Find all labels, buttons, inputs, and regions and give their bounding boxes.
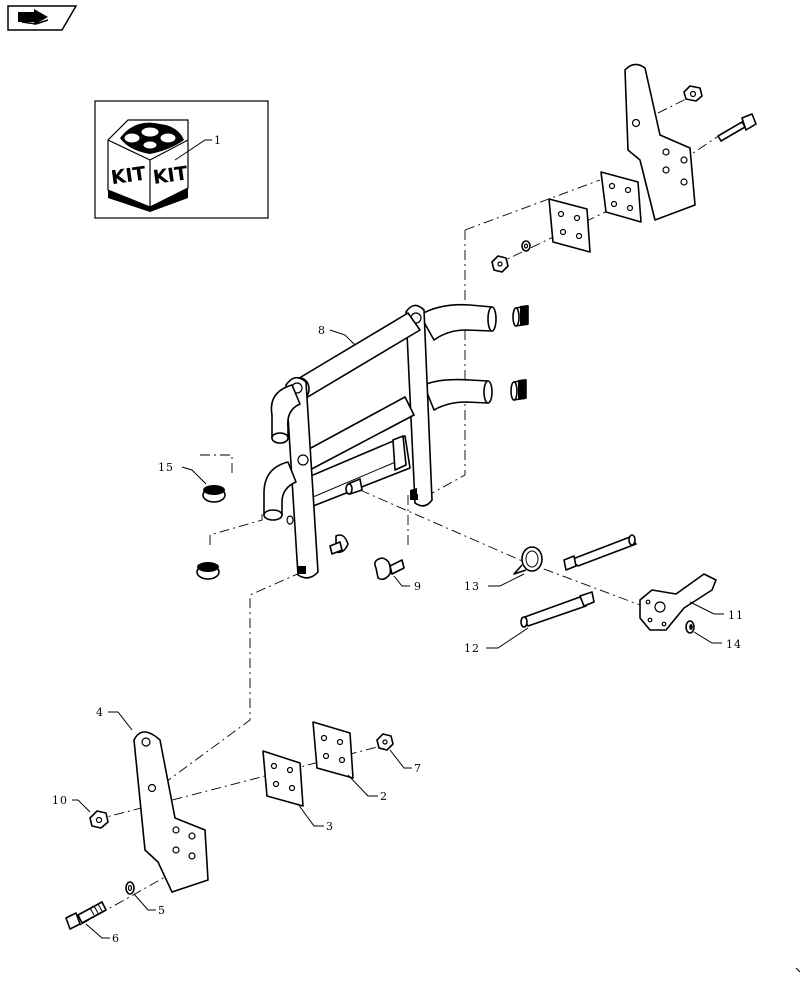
cap-left-lower xyxy=(196,562,220,580)
rod-12 xyxy=(520,591,595,628)
kit-box-icon: KIT KIT xyxy=(107,119,190,212)
callout-5: 5 xyxy=(158,904,166,917)
bolt-top xyxy=(717,113,757,142)
kit-panel: KIT KIT 1 xyxy=(94,100,269,219)
callout-6: 6 xyxy=(112,932,120,945)
left-bracket xyxy=(133,731,209,893)
carriage-bolt-upper xyxy=(329,534,349,555)
clamp-plate-upper-2 xyxy=(548,198,591,253)
callout-8: 8 xyxy=(318,324,326,337)
callout-11: 11 xyxy=(728,609,744,622)
callout-2: 2 xyxy=(380,790,388,803)
callout-13: 13 xyxy=(464,580,480,593)
clamp-plate-lower-3 xyxy=(262,750,304,807)
flange-nut-upper xyxy=(491,255,509,273)
callout-3: 3 xyxy=(326,820,334,833)
flange-nut-7 xyxy=(376,733,394,751)
clamp-plate-lower-2 xyxy=(312,721,354,779)
carriage-bolt-9 xyxy=(374,557,405,581)
corner-mark xyxy=(795,967,801,973)
bolt-6 xyxy=(65,901,107,930)
callout-14: 14 xyxy=(726,638,742,651)
callout-12: 12 xyxy=(464,642,480,655)
hex-nut-10 xyxy=(89,810,109,829)
kit-label-left: KIT xyxy=(110,163,148,190)
rod-upper xyxy=(563,534,637,571)
washer-upper xyxy=(521,240,531,252)
right-bracket xyxy=(624,63,696,221)
hex-nut-top xyxy=(683,85,703,102)
plug-upper xyxy=(512,305,529,327)
callout-1: 1 xyxy=(214,134,222,147)
kit-label-right: KIT xyxy=(152,162,190,189)
callout-4: 4 xyxy=(96,706,104,719)
torsion-spring xyxy=(513,546,543,575)
callout-7: 7 xyxy=(414,762,422,775)
book-arrow-icon[interactable] xyxy=(7,5,78,31)
main-frame xyxy=(263,303,497,579)
cap-left-upper xyxy=(202,485,226,503)
callout-10: 10 xyxy=(52,794,68,807)
clamp-plate-upper-1 xyxy=(600,171,642,223)
callout-9: 9 xyxy=(414,580,422,593)
lever-11 xyxy=(639,573,717,631)
plug-lower xyxy=(510,379,527,401)
callout-15: 15 xyxy=(158,461,174,474)
washer-5 xyxy=(125,881,135,895)
e-clip xyxy=(685,620,695,634)
